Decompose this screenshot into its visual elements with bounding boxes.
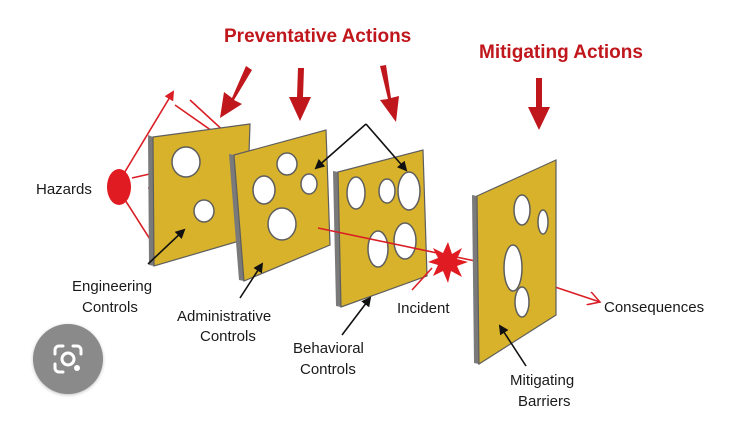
administrative-barrier	[229, 129, 331, 282]
behavioral-label-line2: Controls	[300, 361, 356, 378]
mitigating-label-line1: Mitigating	[510, 372, 574, 389]
mitigating-barrier	[472, 159, 557, 366]
hazards-label: Hazards	[36, 181, 92, 198]
mitigating-label-line2: Barriers	[518, 393, 571, 410]
incident-burst-icon	[428, 242, 468, 283]
preventative-actions-header: Preventative Actions	[224, 26, 411, 47]
google-lens-icon	[53, 344, 83, 374]
administrative-label-line1: Administrative	[177, 308, 271, 325]
mitigating-actions-header: Mitigating Actions	[479, 42, 643, 63]
google-lens-button[interactable]	[33, 324, 103, 394]
behavioral-barrier	[333, 149, 428, 308]
preventative-down-arrows	[220, 65, 399, 122]
incident-label: Incident	[397, 300, 450, 317]
consequences-label: Consequences	[604, 299, 704, 316]
administrative-label-line2: Controls	[200, 328, 256, 345]
hazard-source-icon	[107, 169, 131, 205]
mitigating-down-arrow	[528, 78, 550, 130]
behavioral-label-line1: Behavioral	[293, 340, 364, 357]
engineering-label-line2: Controls	[82, 299, 138, 316]
pointer-lines	[147, 123, 527, 367]
engineering-label-line1: Engineering	[72, 278, 152, 295]
